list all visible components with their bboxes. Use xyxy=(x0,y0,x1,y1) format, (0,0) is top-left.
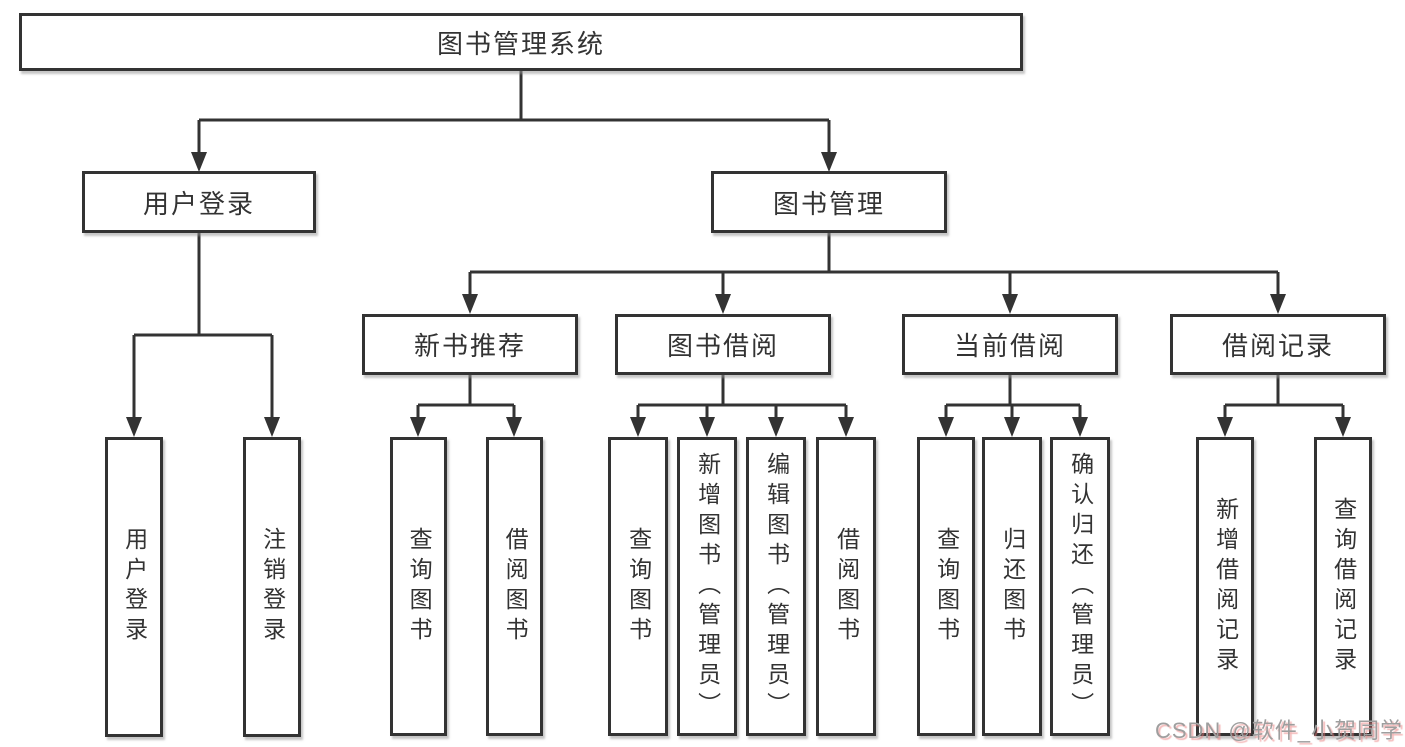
leaf-query-borrow-record: 查询借阅记录 xyxy=(1314,437,1372,736)
leaf-return-book: 归还图书 xyxy=(982,437,1042,736)
node-root-library-system: 图书管理系统 xyxy=(19,13,1023,71)
arrowhead-icon xyxy=(630,417,646,437)
arrowhead-icon xyxy=(715,294,731,314)
node-label: 借阅记录 xyxy=(1221,331,1334,361)
arrowhead-icon xyxy=(1270,294,1286,314)
node-user-login: 用户登录 xyxy=(82,171,316,233)
leaf-borrow-book-2: 借阅图书 xyxy=(816,437,876,736)
node-current-borrow: 当前借阅 xyxy=(902,314,1118,375)
arrowhead-icon xyxy=(506,417,522,437)
node-book-borrow: 图书借阅 xyxy=(615,314,831,375)
arrowhead-icon xyxy=(768,417,784,437)
node-book-management: 图书管理 xyxy=(711,171,947,233)
connector-records-to-leaves xyxy=(1217,375,1351,437)
arrowhead-icon xyxy=(462,294,478,314)
node-label: 归还图书 xyxy=(999,526,1026,647)
arrowhead-icon xyxy=(1002,294,1018,314)
connector-root-to-level2 xyxy=(191,70,837,172)
leaf-query-book-1: 查询图书 xyxy=(390,437,447,736)
connector-userlogin-to-leaves xyxy=(126,233,280,437)
connector-current-to-leaves xyxy=(938,375,1088,437)
connector-newbook-to-leaves xyxy=(410,375,522,437)
leaf-borrow-book-1: 借阅图书 xyxy=(486,437,543,736)
leaf-confirm-return-admin: 确认归还（管理员） xyxy=(1050,437,1110,736)
arrowhead-icon xyxy=(1335,417,1351,437)
node-label: 图书管理系统 xyxy=(436,28,605,59)
node-label: 查询图书 xyxy=(406,526,433,647)
arrowhead-icon xyxy=(699,417,715,437)
node-label: 借阅图书 xyxy=(833,526,860,647)
csdn-watermark: CSDN @软件_小贺同学 xyxy=(1154,718,1403,743)
node-label: 新增图书（管理员） xyxy=(694,451,721,722)
node-label: 借阅图书 xyxy=(502,526,529,647)
arrowhead-icon xyxy=(1004,417,1020,437)
node-label: 用户登录 xyxy=(142,188,255,219)
node-new-book-recommend: 新书推荐 xyxy=(362,314,578,375)
arrowhead-icon xyxy=(126,417,142,437)
node-label: 注销登录 xyxy=(259,527,286,647)
node-label: 查询图书 xyxy=(625,526,652,647)
connector-borrow-to-leaves xyxy=(630,375,854,437)
arrowhead-icon xyxy=(1217,417,1233,437)
node-borrow-records: 借阅记录 xyxy=(1170,314,1386,375)
arrowhead-icon xyxy=(410,417,426,437)
node-label: 当前借阅 xyxy=(953,331,1066,361)
arrowhead-icon xyxy=(938,417,954,437)
arrowhead-icon xyxy=(821,152,837,172)
node-label: 新增借阅记录 xyxy=(1212,496,1239,677)
node-label: 确认归还（管理员） xyxy=(1067,451,1094,722)
leaf-add-borrow-record: 新增借阅记录 xyxy=(1196,437,1254,736)
leaf-query-book-2: 查询图书 xyxy=(608,437,668,736)
connector-bookmgmt-to-level3 xyxy=(462,233,1286,314)
leaf-edit-book-admin: 编辑图书（管理员） xyxy=(746,437,806,736)
arrowhead-icon xyxy=(1072,417,1088,437)
node-label: 图书管理 xyxy=(772,188,885,219)
arrowhead-icon xyxy=(838,417,854,437)
leaf-logout: 注销登录 xyxy=(243,437,301,737)
leaf-query-book-3: 查询图书 xyxy=(917,437,975,736)
arrowhead-icon xyxy=(264,417,280,437)
arrowhead-icon xyxy=(191,152,207,172)
node-label: 编辑图书（管理员） xyxy=(763,451,790,722)
node-label: 查询图书 xyxy=(933,526,960,647)
node-label: 图书借阅 xyxy=(666,331,779,361)
leaf-user-login: 用户登录 xyxy=(105,437,163,737)
node-label: 用户登录 xyxy=(121,527,148,647)
node-label: 查询借阅记录 xyxy=(1330,496,1357,677)
leaf-add-book-admin: 新增图书（管理员） xyxy=(677,437,737,736)
node-label: 新书推荐 xyxy=(413,331,526,361)
